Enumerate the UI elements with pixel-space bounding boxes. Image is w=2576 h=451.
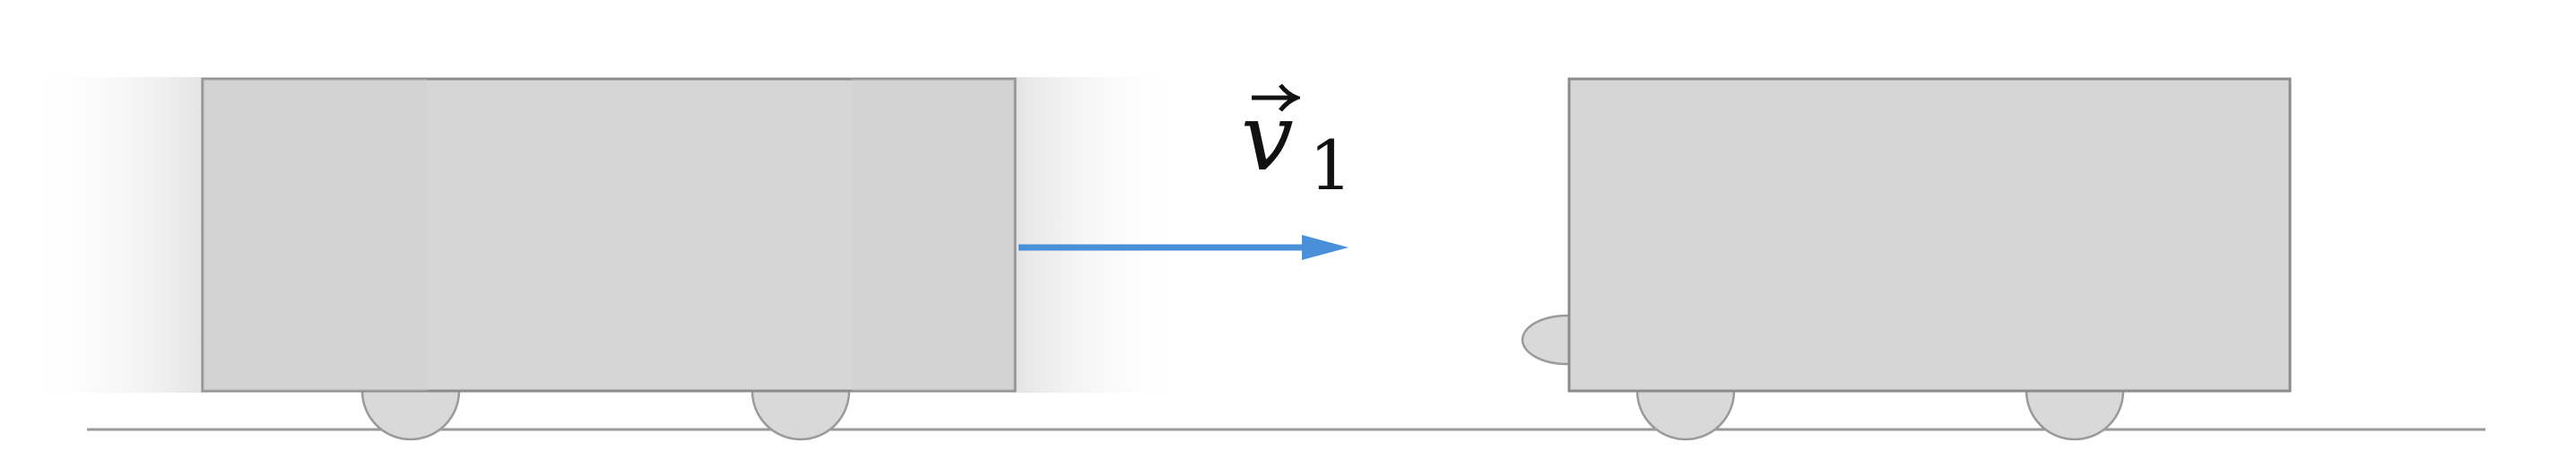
velocity-symbol: v [1241, 82, 1294, 192]
velocity-arrow [1019, 235, 1349, 260]
cart-body [201, 77, 1017, 393]
motion-blur-left [27, 77, 203, 393]
cart-body [1567, 77, 2292, 393]
wheel [360, 389, 461, 441]
motion-blur-streak [852, 79, 1015, 391]
velocity-label: v 1 [1228, 76, 1381, 220]
wheel [1635, 389, 1736, 441]
wheel [2025, 389, 2125, 441]
wheel [750, 389, 851, 441]
motion-blur-right [1015, 77, 1185, 393]
motion-blur-streak [203, 79, 427, 391]
vector-arrow-icon [1252, 83, 1300, 112]
stationary-cart [1521, 77, 2292, 441]
velocity-subscript: 1 [1309, 126, 1353, 205]
moving-cart [27, 77, 1185, 441]
